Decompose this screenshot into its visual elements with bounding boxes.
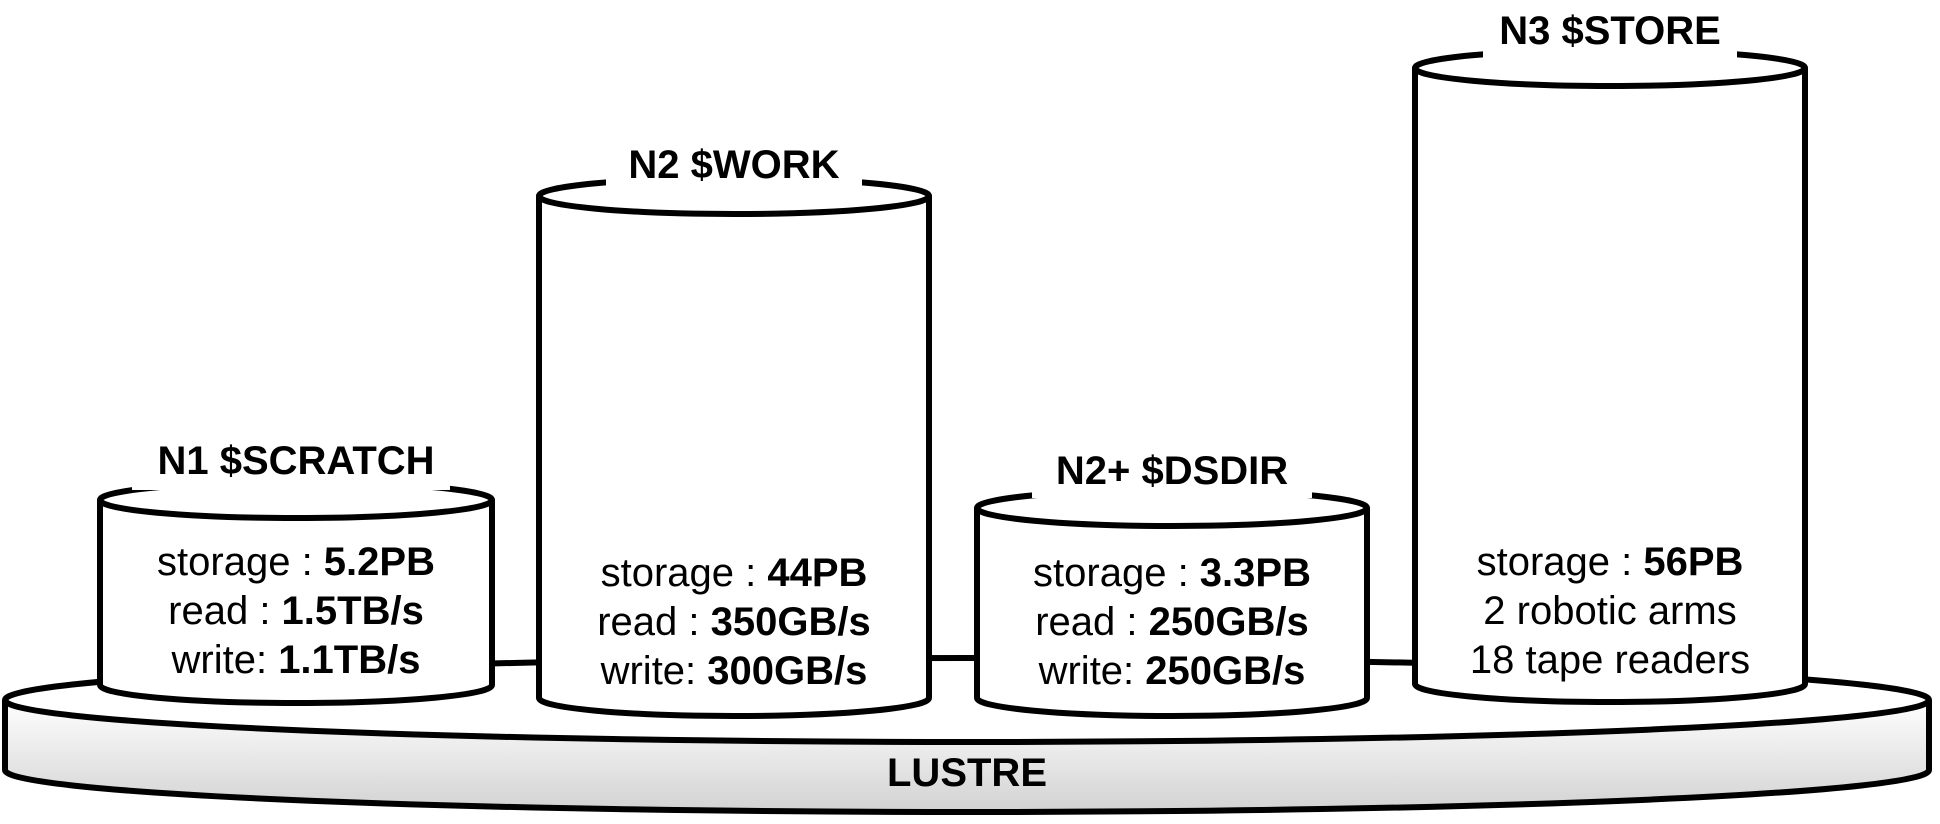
write-line: write: 300GB/s [600, 649, 868, 693]
tier-scratch: N1 $SCRATCH storage : 5.2PB read : 1.5TB… [97, 438, 495, 706]
write-line: write: 1.1TB/s [171, 638, 421, 682]
storage-line: storage : 44PB [601, 551, 868, 595]
lustre-label: LUSTRE [887, 751, 1047, 795]
storage-line: storage : 3.3PB [1033, 551, 1311, 595]
read-line: read : 1.5TB/s [168, 589, 424, 633]
robotic-arms-line: 2 robotic arms [1483, 589, 1736, 633]
tier-store: N3 $STORE storage : 56PB 2 robotic arms … [1412, 4, 1808, 705]
read-line: read : 350GB/s [597, 600, 871, 644]
read-line: read : 250GB/s [1035, 600, 1309, 644]
tier-title: N2 $WORK [628, 143, 839, 187]
storage-line: storage : 56PB [1477, 540, 1744, 584]
tier-dsdir: N2+ $DSDIR storage : 3.3PB read : 250GB/… [974, 446, 1370, 719]
tier-work: N2 $WORK storage : 44PB read : 350GB/s w… [536, 134, 932, 719]
tier-title: N1 $SCRATCH [157, 439, 434, 483]
tier-title: N3 $STORE [1499, 9, 1721, 53]
write-line: write: 250GB/s [1038, 649, 1306, 693]
tape-readers-line: 18 tape readers [1470, 638, 1750, 682]
tier-title: N2+ $DSDIR [1056, 449, 1288, 493]
storage-line: storage : 5.2PB [157, 540, 435, 584]
